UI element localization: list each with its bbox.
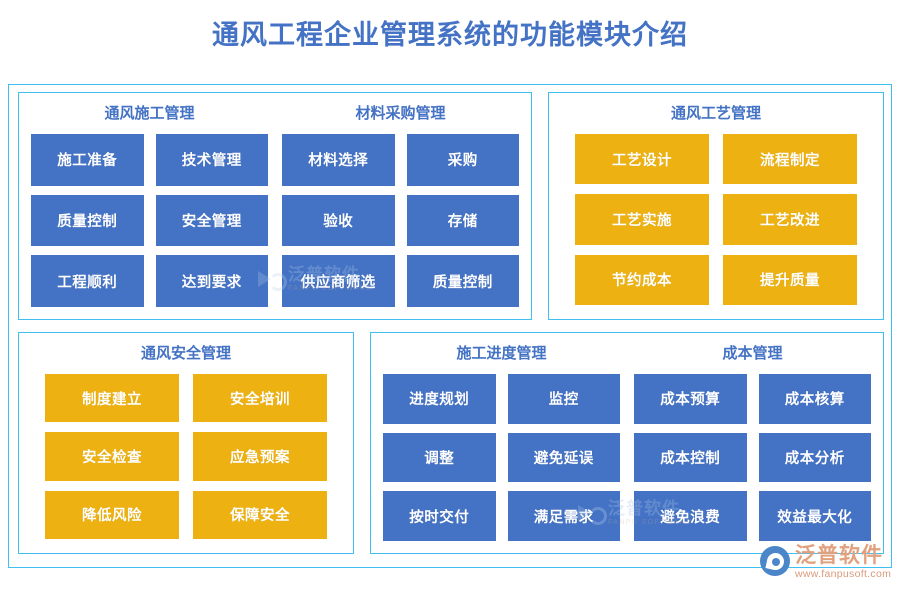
module-tile[interactable]: 工艺改进 [723, 194, 857, 245]
module-tile[interactable]: 成本分析 [758, 432, 871, 483]
section-title: 通风工艺管理 [670, 105, 761, 122]
outer-frame [8, 84, 892, 568]
section-title: 通风施工管理 [104, 105, 195, 122]
module-tile[interactable]: 工程顺利 [31, 255, 144, 307]
section: 成本管理成本预算成本核算成本控制成本分析避免浪费效益最大化 [634, 343, 871, 541]
panel-construction-management: 通风施工管理施工准备技术管理质量控制安全管理工程顺利达到要求材料采购管理材料选择… [18, 92, 532, 320]
module-tile[interactable]: 避免浪费 [634, 491, 747, 541]
section: 施工进度管理进度规划监控调整避免延误按时交付满足需求 [383, 343, 620, 541]
tile-grid: 成本预算成本核算成本控制成本分析避免浪费效益最大化 [634, 374, 871, 541]
module-tile[interactable]: 制度建立 [45, 374, 179, 423]
section: 通风工艺管理工艺设计流程制定工艺实施工艺改进节约成本提升质量 [575, 103, 857, 305]
tile-grid: 进度规划监控调整避免延误按时交付满足需求 [383, 374, 620, 541]
panel-safety-management: 通风安全管理制度建立安全培训安全检查应急预案降低风险保障安全 [18, 332, 354, 554]
module-tile[interactable]: 监控 [507, 374, 620, 424]
module-tile[interactable]: 按时交付 [383, 491, 496, 541]
module-tile[interactable]: 工艺实施 [575, 194, 709, 245]
module-tile[interactable]: 技术管理 [155, 134, 268, 186]
module-tile[interactable]: 质量控制 [31, 194, 144, 247]
section-title: 成本管理 [722, 345, 783, 362]
tile-grid: 工艺设计流程制定工艺实施工艺改进节约成本提升质量 [575, 134, 857, 305]
module-tile[interactable]: 调整 [383, 432, 496, 483]
tile-grid: 制度建立安全培训安全检查应急预案降低风险保障安全 [45, 374, 327, 539]
section-title: 材料采购管理 [355, 105, 446, 122]
module-tile[interactable]: 安全培训 [193, 374, 327, 423]
module-tile[interactable]: 降低风险 [45, 490, 179, 539]
section: 材料采购管理材料选择采购验收存储供应商筛选质量控制 [282, 103, 519, 307]
module-tile[interactable]: 成本核算 [758, 374, 871, 424]
panel-progress-cost-management: 施工进度管理进度规划监控调整避免延误按时交付满足需求成本管理成本预算成本核算成本… [370, 332, 884, 554]
section-title: 施工进度管理 [456, 345, 547, 362]
module-tile[interactable]: 保障安全 [193, 490, 327, 539]
section-title: 通风安全管理 [140, 345, 231, 362]
brand-logo: 泛普软件 www.fanpusoft.com [760, 545, 891, 580]
panel-inner: 通风安全管理制度建立安全培训安全检查应急预案降低风险保障安全 [19, 333, 353, 553]
brand-url: www.fanpusoft.com [795, 568, 892, 580]
module-tile[interactable]: 提升质量 [723, 254, 857, 305]
section: 通风施工管理施工准备技术管理质量控制安全管理工程顺利达到要求 [31, 103, 268, 307]
module-tile[interactable]: 满足需求 [507, 491, 620, 541]
tile-grid: 材料选择采购验收存储供应商筛选质量控制 [282, 134, 519, 307]
module-tile[interactable]: 应急预案 [193, 432, 327, 481]
module-tile[interactable]: 材料选择 [282, 134, 395, 186]
module-tile[interactable]: 效益最大化 [758, 491, 871, 541]
module-tile[interactable]: 工艺设计 [575, 134, 709, 185]
module-tile[interactable]: 施工准备 [31, 134, 144, 186]
module-tile[interactable]: 节约成本 [575, 254, 709, 305]
module-tile[interactable]: 进度规划 [383, 374, 496, 424]
fanpu-logo-icon [760, 546, 790, 576]
module-tile[interactable]: 成本预算 [634, 374, 747, 424]
module-tile[interactable]: 供应商筛选 [282, 255, 395, 307]
page-title: 通风工程企业管理系统的功能模块介绍 [212, 20, 688, 50]
module-tile[interactable]: 避免延误 [507, 432, 620, 483]
panel-process-management: 通风工艺管理工艺设计流程制定工艺实施工艺改进节约成本提升质量 [548, 92, 884, 320]
module-tile[interactable]: 达到要求 [155, 255, 268, 307]
module-tile[interactable]: 安全管理 [155, 194, 268, 247]
tile-grid: 施工准备技术管理质量控制安全管理工程顺利达到要求 [31, 134, 268, 307]
panel-inner: 通风工艺管理工艺设计流程制定工艺实施工艺改进节约成本提升质量 [549, 93, 883, 319]
module-tile[interactable]: 存储 [406, 194, 519, 247]
module-tile[interactable]: 采购 [406, 134, 519, 186]
panel-inner: 通风施工管理施工准备技术管理质量控制安全管理工程顺利达到要求材料采购管理材料选择… [19, 93, 531, 319]
module-tile[interactable]: 流程制定 [723, 134, 857, 185]
module-tile[interactable]: 安全检查 [45, 432, 179, 481]
panel-inner: 施工进度管理进度规划监控调整避免延误按时交付满足需求成本管理成本预算成本核算成本… [371, 333, 883, 553]
brand-name: 泛普软件 [795, 544, 883, 567]
module-tile[interactable]: 质量控制 [406, 255, 519, 307]
module-tile[interactable]: 成本控制 [634, 432, 747, 483]
module-tile[interactable]: 验收 [282, 194, 395, 247]
section: 通风安全管理制度建立安全培训安全检查应急预案降低风险保障安全 [45, 343, 327, 539]
